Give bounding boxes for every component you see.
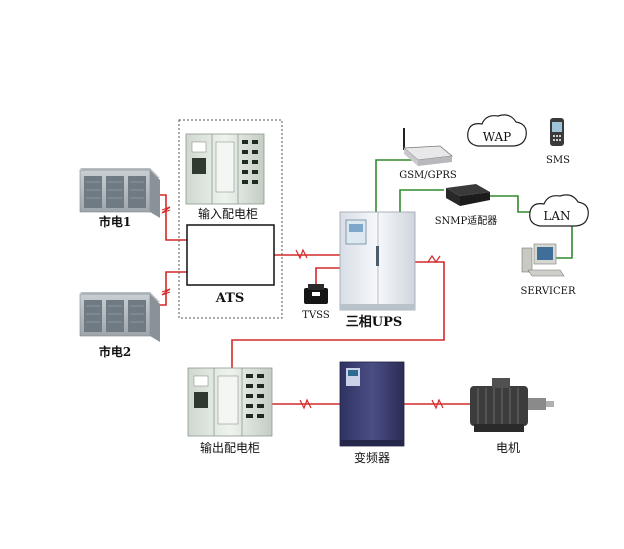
output-cabinet-label: 输出配电柜: [200, 440, 260, 455]
mains1-label: 市电1: [99, 214, 131, 229]
ats-label: ATS: [215, 291, 244, 306]
lan-label: LAN: [543, 209, 570, 223]
mains1-substation: [79, 168, 160, 218]
sms-label: SMS: [546, 155, 570, 166]
servicer-computer: [521, 243, 565, 277]
line-ups-output: [231, 261, 445, 368]
wap-label: WAP: [483, 130, 511, 144]
ups-cabinet: [339, 211, 416, 311]
tvss-device: [304, 284, 328, 304]
snmp-adapter: [446, 184, 490, 206]
cable-markers: [161, 206, 444, 410]
tvss-label: TVSS: [302, 310, 330, 321]
motor-label: 电机: [496, 441, 520, 455]
snmp-label: SNMP适配器: [435, 215, 498, 227]
line-ups-snmp: [399, 189, 444, 212]
mains2-label: 市电2: [99, 344, 131, 359]
servicer-label: SERVICER: [521, 286, 576, 297]
input-cabinet: [185, 133, 265, 205]
motor-device: [470, 378, 554, 432]
ats-box: [186, 224, 275, 286]
line-snmp-lan: [490, 195, 538, 213]
sms-phone: [550, 118, 564, 146]
line-lan-servicer: [556, 226, 573, 259]
ups-label: 三相UPS: [346, 314, 403, 330]
network-lines: [375, 159, 573, 259]
input-cabinet-label: 输入配电柜: [198, 206, 258, 221]
gsm-label: GSM/GPRS: [399, 170, 457, 181]
inverter-device: [339, 361, 405, 447]
output-cabinet: [187, 367, 273, 437]
gsm-modem: [402, 128, 453, 166]
mains2-substation: [79, 292, 160, 342]
line-tvss-ups: [315, 267, 340, 290]
wap-cloud: [467, 114, 527, 147]
line-ups-gsm: [375, 159, 416, 212]
input-frame: [178, 119, 283, 319]
inverter-label: 变频器: [354, 450, 390, 465]
lan-cloud: [529, 194, 589, 227]
